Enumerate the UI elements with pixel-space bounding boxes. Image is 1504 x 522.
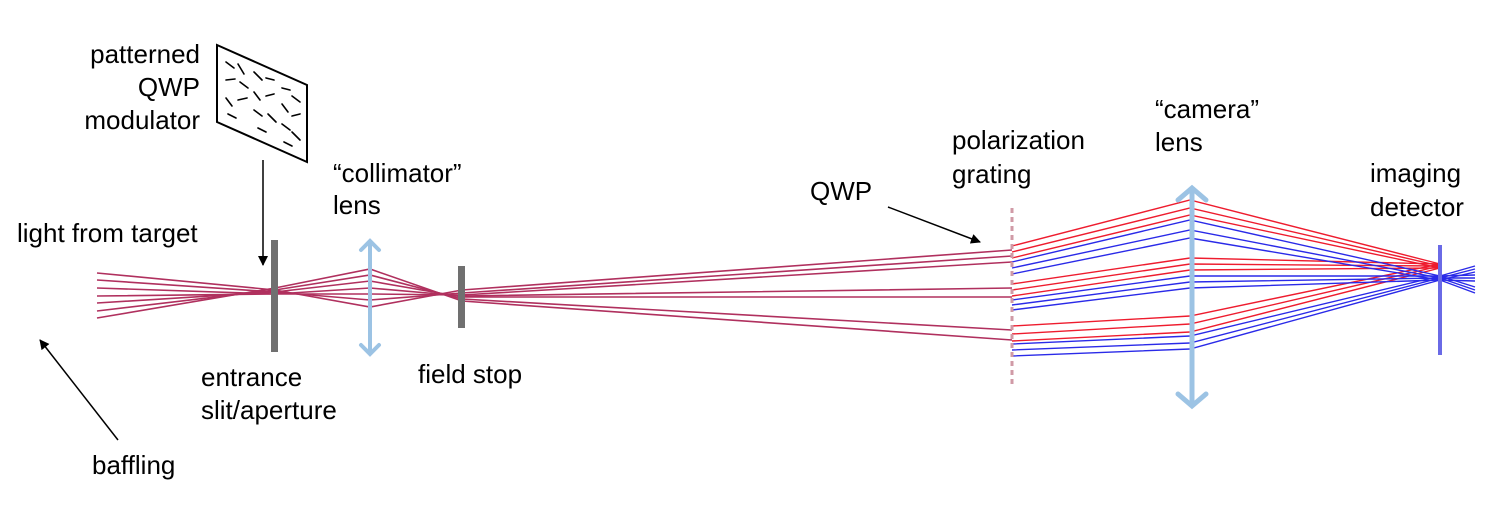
collimator-lens	[359, 238, 381, 357]
baffling-label: baffling	[92, 450, 175, 480]
imaging-detector-label-line1: imaging	[1370, 158, 1461, 188]
imaging-detector	[1438, 245, 1442, 355]
patterned-qwp-label-line3: modulator	[84, 105, 200, 135]
qwp-label: QWP	[810, 176, 872, 206]
patterned-qwp-label-line2: QWP	[138, 72, 200, 102]
input-ray-bundle	[96, 249, 1013, 341]
polarization-grating-label-line1: polarization	[952, 125, 1085, 155]
entrance-label-line1: entrance	[201, 362, 302, 392]
polarization-grating-label-line2: grating	[952, 159, 1032, 189]
field-stop	[458, 266, 465, 328]
patterned-qwp-label-line1: patterned	[90, 39, 200, 69]
patterned-qwp-modulator-panel	[216, 43, 308, 164]
baffling-arrow	[39, 339, 119, 441]
camera-lens-label-line2: lens	[1155, 127, 1203, 157]
collimator-label-line1: “collimator”	[333, 158, 462, 188]
camera-lens	[1175, 184, 1209, 410]
blue-ray-bundle	[1011, 219, 1476, 357]
light-from-target-label: light from target	[17, 218, 198, 248]
camera-lens-label-line1: “camera”	[1155, 94, 1259, 124]
collimator-label-line2: lens	[333, 190, 381, 220]
field-stop-label: field stop	[418, 359, 522, 389]
entrance-slit	[271, 240, 278, 352]
entrance-label-line2: slit/aperture	[201, 395, 337, 425]
qwp-arrow	[887, 206, 981, 244]
imaging-detector-label-line2: detector	[1370, 192, 1464, 222]
